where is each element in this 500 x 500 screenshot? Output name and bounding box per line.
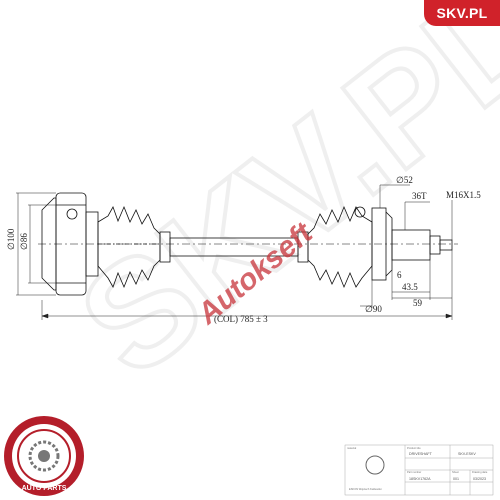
tb-part-no-label: Part number [407, 470, 421, 474]
watermark-text: SKV.PL [49, 0, 500, 408]
brand-badge[interactable]: SKV.PL [424, 0, 500, 26]
title-block [344, 444, 494, 496]
tb-date-label: Drawing date [472, 470, 488, 474]
dim-outer-diameter-left: ∅100 [6, 228, 16, 250]
tb-product-label: Product title [407, 446, 421, 450]
dim-teeth-36t: 36T [412, 191, 427, 201]
dim-inner-diameter-left: ∅86 [19, 233, 29, 250]
dimension-lines [16, 184, 453, 320]
tb-sheet-value: 001 [453, 477, 459, 481]
skv-auto-parts-seal: AUTO PARTS [4, 416, 84, 496]
dim-diameter-90: ∅90 [365, 304, 382, 314]
tb-part-no-value: 18SKV1762A [409, 477, 431, 481]
tb-date-value: 03/2023 [473, 477, 486, 481]
seal-text: AUTO PARTS [22, 485, 67, 492]
right-spline [391, 229, 431, 261]
tb-address: ESKON Wojciech Kuklewski [349, 487, 382, 491]
gear-icon [28, 440, 60, 472]
tb-material-label: material [347, 446, 357, 450]
dim-thread: M16X1.5 [446, 190, 481, 200]
tb-sheet-label: Sheet [452, 470, 459, 474]
dim-diameter-52: ∅52 [396, 175, 413, 185]
left-joint-ball [66, 208, 78, 220]
dim-6: 6 [397, 270, 402, 280]
dim-59: 59 [413, 298, 423, 308]
right-thread-stub [439, 239, 453, 251]
driveshaft-body [38, 192, 458, 296]
tb-product-value: DRIVESHAFT [409, 452, 433, 456]
right-joint-ball [354, 206, 366, 218]
company-logo-icon [365, 455, 385, 475]
tb-code-value: SKV-ESKV [458, 452, 476, 456]
dim-43-5: 43.5 [402, 282, 418, 292]
right-collar [429, 235, 441, 255]
skv-watermark: SKV.PL [47, 0, 500, 410]
dim-total-length: (COL) 785 ± 3 [214, 314, 268, 324]
